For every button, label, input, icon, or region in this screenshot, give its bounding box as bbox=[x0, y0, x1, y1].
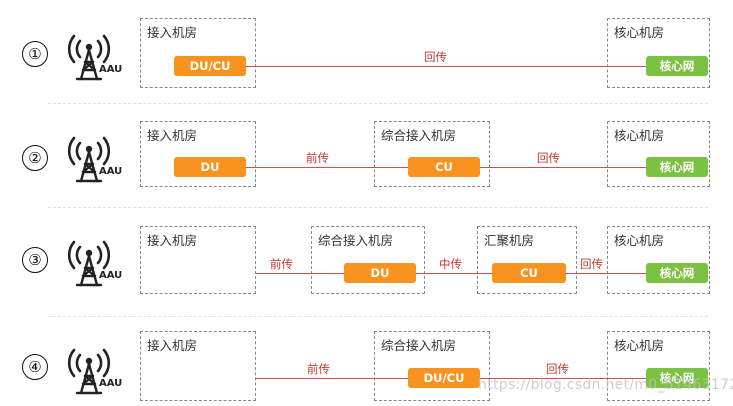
backhaul-label: 回传 bbox=[424, 50, 447, 64]
access-room-box: 接入机房 bbox=[140, 121, 256, 187]
row-separator bbox=[48, 316, 708, 317]
integrated-access-room-label: 综合接入机房 bbox=[318, 233, 394, 248]
fronthaul-label: 前传 bbox=[270, 257, 293, 271]
du-node: DU bbox=[344, 263, 416, 283]
backhaul-label: 回传 bbox=[546, 362, 569, 376]
integrated-access-room-box: 综合接入机房 bbox=[374, 121, 490, 187]
core-room-box: 核心机房 bbox=[607, 331, 710, 401]
fronthaul-label: 前传 bbox=[307, 362, 330, 376]
backhaul-link bbox=[478, 378, 648, 380]
aggregation-room-label: 汇聚机房 bbox=[484, 233, 535, 248]
aau-label: AAU bbox=[99, 270, 123, 281]
core-room-label: 核心机房 bbox=[614, 128, 665, 143]
core-room-box: 核心机房 bbox=[607, 121, 710, 187]
backhaul-label: 回传 bbox=[580, 257, 603, 271]
watermark: https://blog.csdn.net/m0_51463172 bbox=[478, 377, 733, 393]
du-node: DU bbox=[174, 157, 246, 177]
access-room-label: 接入机房 bbox=[147, 338, 198, 353]
core-network-node: 核心网 bbox=[646, 263, 708, 283]
access-room-label: 接入机房 bbox=[147, 128, 198, 143]
aggregation-room-box: 汇聚机房 bbox=[477, 226, 577, 294]
row-separator bbox=[48, 207, 708, 208]
core-room-label: 核心机房 bbox=[614, 338, 665, 353]
core-room-label: 核心机房 bbox=[614, 25, 665, 40]
fronthaul-link bbox=[256, 273, 346, 275]
row-number: ③ bbox=[22, 247, 48, 273]
access-room-label: 接入机房 bbox=[147, 233, 198, 248]
aau-label: AAU bbox=[99, 378, 123, 389]
core-network-node: 核心网 bbox=[646, 368, 708, 388]
du-cu-node: DU/CU bbox=[174, 56, 246, 76]
row-number: ② bbox=[22, 145, 48, 171]
backhaul-label: 回传 bbox=[537, 151, 560, 165]
backhaul-link bbox=[564, 273, 648, 275]
fronthaul-label: 前传 bbox=[306, 151, 329, 165]
access-room-box: 接入机房 bbox=[140, 18, 256, 88]
fronthaul-link bbox=[244, 167, 410, 169]
integrated-access-room-box: 综合接入机房 bbox=[374, 331, 490, 401]
backhaul-link bbox=[244, 66, 648, 68]
aau-tower-icon: AAU bbox=[62, 128, 128, 184]
midhaul-label: 中传 bbox=[439, 257, 462, 271]
aau-tower-icon: AAU bbox=[62, 340, 128, 396]
access-room-box: 接入机房 bbox=[140, 331, 256, 401]
access-room-label: 接入机房 bbox=[147, 25, 198, 40]
core-network-node: 核心网 bbox=[646, 56, 708, 76]
row-number: ① bbox=[22, 41, 48, 67]
du-cu-node: DU/CU bbox=[408, 368, 480, 388]
fronthaul-link bbox=[256, 378, 410, 380]
integrated-access-room-label: 综合接入机房 bbox=[381, 128, 457, 143]
aau-tower-icon: AAU bbox=[62, 26, 128, 82]
core-network-node: 核心网 bbox=[646, 157, 708, 177]
aau-label: AAU bbox=[99, 64, 123, 75]
integrated-access-room-box: 综合接入机房 bbox=[311, 226, 425, 294]
aau-tower-icon: AAU bbox=[62, 232, 128, 288]
cu-node: CU bbox=[408, 157, 480, 177]
core-room-box: 核心机房 bbox=[607, 18, 710, 88]
core-room-label: 核心机房 bbox=[614, 233, 665, 248]
cu-node: CU bbox=[492, 263, 566, 283]
backhaul-link bbox=[478, 167, 648, 169]
midhaul-link bbox=[414, 273, 494, 275]
core-room-box: 核心机房 bbox=[607, 226, 710, 294]
access-room-box: 接入机房 bbox=[140, 226, 256, 294]
aau-label: AAU bbox=[99, 166, 123, 177]
row-separator bbox=[48, 103, 708, 104]
integrated-access-room-label: 综合接入机房 bbox=[381, 338, 457, 353]
row-number: ④ bbox=[22, 354, 48, 380]
